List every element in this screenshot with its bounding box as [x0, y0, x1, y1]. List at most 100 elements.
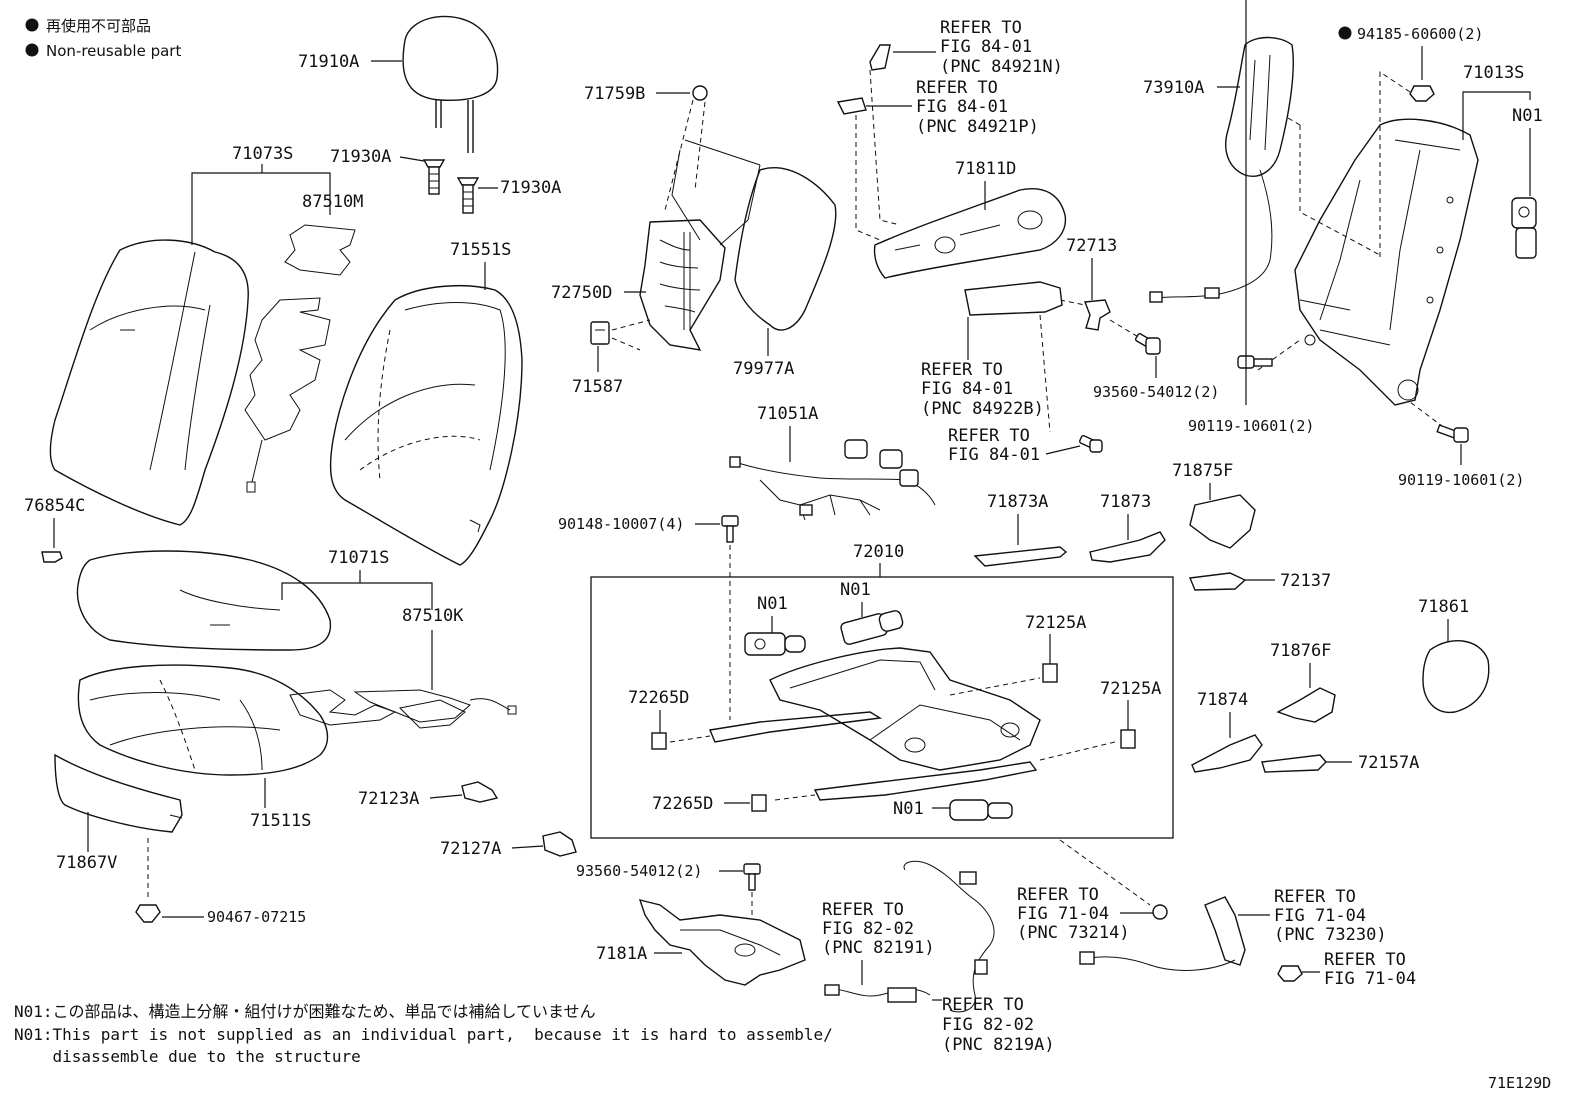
part-label-90119-10601-b: 90119-10601(2) — [1398, 471, 1524, 489]
clip-icon — [1152, 904, 1168, 920]
nut-icon — [692, 85, 708, 101]
non-reusable-bullet-icon — [25, 18, 39, 32]
part-label-71873A: 71873A — [987, 492, 1048, 512]
seatback-heater-pad-drawing — [244, 224, 356, 493]
seat-harness-drawing — [903, 860, 995, 1013]
part-label-87510M: 87510M — [302, 192, 363, 212]
nut-icon — [1277, 965, 1303, 982]
motor-drawing — [744, 632, 806, 656]
hinge-cover-drawing — [461, 781, 577, 857]
cover-inner-drawing — [1189, 494, 1256, 549]
reference-r1: REFER TO FIG 84-01 (PNC 84921N) — [940, 18, 1063, 77]
ref-text: REFER TO — [822, 900, 904, 920]
ref-text: FIG 84-01 — [948, 445, 1040, 465]
ref-text: FIG 84-01 — [921, 379, 1013, 399]
ref-text: (PNC 73230) — [1274, 925, 1387, 945]
ref-text: FIG 71-04 — [1324, 969, 1416, 989]
ref-text: REFER TO — [942, 995, 1024, 1015]
part-label-71013S: 71013S — [1463, 63, 1524, 83]
part-label-N01-a: N01 — [757, 594, 788, 614]
part-label-72750D: 72750D — [551, 283, 612, 303]
bracket-icon — [1120, 729, 1136, 749]
part-label-71930A-2: 71930A — [500, 178, 561, 198]
non-reusable-bullet-icon — [25, 43, 39, 57]
ref-text: REFER TO — [1274, 887, 1356, 907]
seatback-frame-drawing — [1294, 118, 1479, 406]
knob-icon — [869, 44, 891, 71]
seat-adjuster-assembly-box — [590, 576, 1174, 839]
side-cover-drawing — [1089, 531, 1166, 563]
reference-r8: REFER TO FIG 71-04 (PNC 73230) — [1274, 887, 1387, 945]
part-label-71861: 71861 — [1418, 597, 1469, 617]
part-label-71875F: 71875F — [1172, 461, 1233, 481]
part-label-71587: 71587 — [572, 377, 623, 397]
part-label-72137: 72137 — [1280, 571, 1331, 591]
ref-text: REFER TO — [916, 78, 998, 98]
part-label-72157A: 72157A — [1358, 753, 1419, 773]
seat-cushion-pad-drawing — [77, 664, 329, 776]
ref-text: (PNC 84921P) — [916, 117, 1039, 137]
ref-text: FIG 84-01 — [940, 37, 1032, 57]
bolt-icon — [1134, 333, 1161, 355]
ref-text: REFER TO — [948, 426, 1030, 446]
lumbar-switch-drawing — [590, 321, 610, 345]
push-clip-drawing — [135, 904, 161, 923]
part-label-93560-54012-a: 93560-54012(2) — [1093, 383, 1219, 401]
reference-r7: REFER TO FIG 71-04 (PNC 73214) — [1017, 885, 1130, 943]
seatback-pad-drawing — [329, 284, 523, 566]
stopper-icon — [651, 732, 667, 750]
cushion-heater-pad-drawing — [289, 689, 517, 729]
knob-icon — [836, 97, 867, 115]
clip-drawing — [41, 551, 63, 563]
part-label-7181A: 7181A — [596, 944, 647, 964]
cover-drawing — [1276, 687, 1336, 723]
side-cover-inner-drawing — [973, 546, 1068, 567]
footnote-en-2: disassemble due to the structure — [14, 1047, 361, 1066]
bolt-icon — [743, 863, 761, 891]
ref-text: REFER TO — [940, 18, 1022, 38]
part-label-72125A-1: 72125A — [1025, 613, 1086, 633]
legend-text-ja: 再使用不可部品 — [46, 17, 151, 35]
bracket-icon — [1084, 299, 1111, 331]
part-label-72125A-2: 72125A — [1100, 679, 1161, 699]
legend: 再使用不可部品 Non-reusable part — [25, 17, 181, 60]
part-label-71511S: 71511S — [250, 811, 311, 831]
part-label-90119-10601-a: 90119-10601(2) — [1188, 417, 1314, 435]
seatback-board-drawing — [734, 167, 837, 331]
part-label-71811D: 71811D — [955, 159, 1016, 179]
part-label-72123A: 72123A — [358, 789, 419, 809]
part-label-71874: 71874 — [1197, 690, 1248, 710]
part-label-71910A: 71910A — [298, 52, 359, 72]
part-label-72127A: 72127A — [440, 839, 501, 859]
ref-text: FIG 82-02 — [942, 1015, 1034, 1035]
footnotes: N01:この部品は、構造上分解・組付けが困難なため、単品では補給していません N… — [14, 1002, 833, 1066]
part-label-79977A: 79977A — [733, 359, 794, 379]
part-label-72265D-1: 72265D — [628, 688, 689, 708]
bolt-icon — [1436, 424, 1469, 443]
stopper-icon — [751, 794, 767, 812]
screw-icon — [1079, 434, 1103, 453]
ref-text: (PNC 82191) — [822, 938, 935, 958]
part-label-72713: 72713 — [1066, 236, 1117, 256]
seatback-cover-drawing — [49, 239, 249, 526]
part-label-71051A: 71051A — [757, 404, 818, 424]
reference-r5: REFER TO FIG 82-02 (PNC 82191) — [822, 900, 935, 958]
ref-text: FIG 71-04 — [1274, 906, 1366, 926]
part-label-90148-10007: 90148-10007(4) — [558, 515, 684, 533]
ref-text: (PNC 8219A) — [942, 1035, 1055, 1055]
part-label-71867V: 71867V — [56, 853, 117, 873]
bolt-icon — [1237, 355, 1273, 369]
part-label-90467-07215: 90467-07215 — [207, 908, 306, 926]
ref-text: (PNC 84921N) — [940, 57, 1063, 77]
part-label-72265D-2: 72265D — [652, 794, 713, 814]
footnote-ja: N01:この部品は、構造上分解・組付けが困難なため、単品では補給していません — [14, 1002, 596, 1021]
nut-icon — [1409, 85, 1435, 102]
part-label-71873: 71873 — [1100, 492, 1151, 512]
ref-text: FIG 84-01 — [916, 97, 1008, 117]
part-label-71876F: 71876F — [1270, 641, 1331, 661]
knob-drawing — [1261, 754, 1327, 773]
footnote-en-1: N01:This part is not supplied as an indi… — [14, 1025, 833, 1044]
buckle-harness-drawing — [1079, 896, 1246, 971]
part-label-71759B: 71759B — [584, 84, 645, 104]
